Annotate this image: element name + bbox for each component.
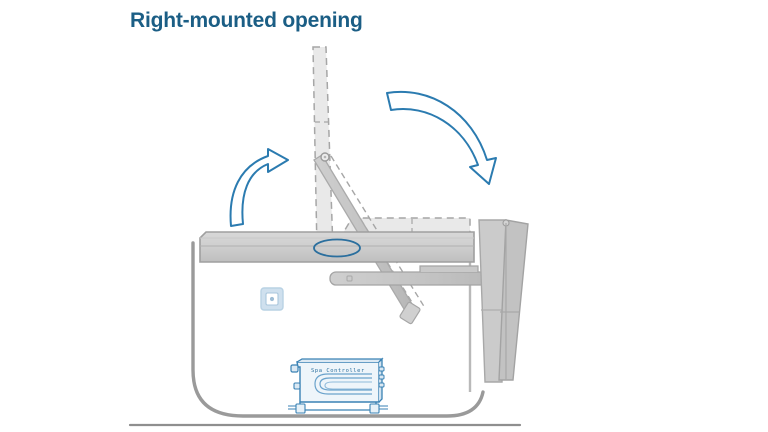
drain-ellipse	[313, 238, 361, 258]
spa-controller-label: Spa Controller	[311, 368, 365, 374]
arrow-fold-icon	[386, 90, 497, 185]
pivot-hinge	[320, 152, 330, 162]
keypad[interactable]	[260, 287, 284, 311]
page-title: Right-mounted opening	[130, 9, 363, 32]
arrow-lift-icon	[229, 148, 289, 227]
spa-cover-closed	[199, 231, 475, 263]
cover-lifter-arms	[478, 219, 529, 383]
spa-controller: Spa Controller	[288, 357, 388, 414]
